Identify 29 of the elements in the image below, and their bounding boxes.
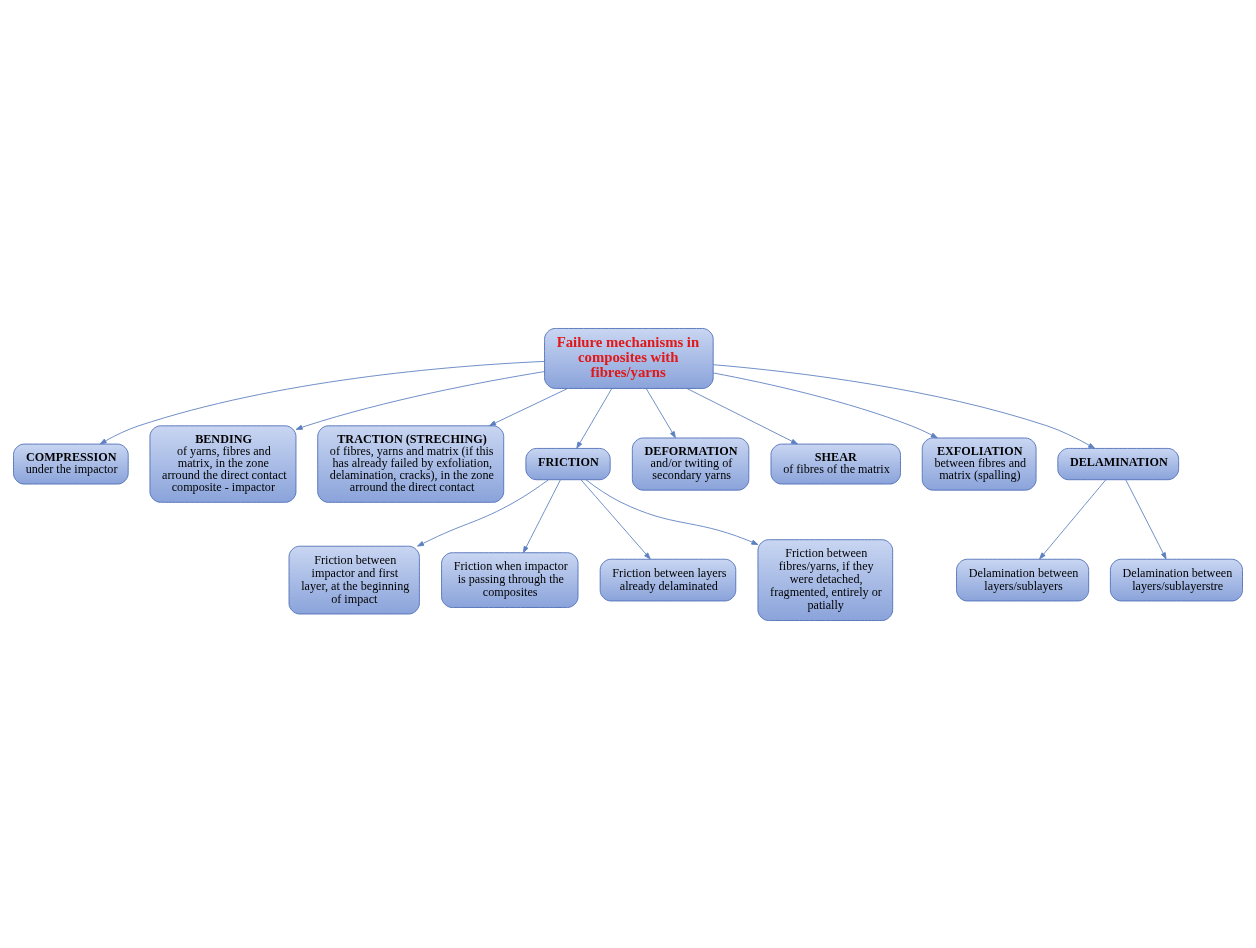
node-box: DEFORMATION and/or twiting of secondary yarns <box>631 437 750 491</box>
arrow <box>1039 478 1107 559</box>
node-box: SHEAR of fibres of the matrix <box>770 443 901 484</box>
node-box: DELAMINATION <box>1057 447 1180 480</box>
arrow <box>576 387 613 449</box>
arrow <box>295 370 545 430</box>
arrow <box>713 372 938 438</box>
node-box: Delamination between layers/sublayerstre <box>1109 558 1243 601</box>
node-box: COMPRESSION under the impactor <box>13 443 129 484</box>
node-box: Delamination between layers/sublayers <box>956 558 1090 601</box>
arrow <box>645 387 676 438</box>
arrow <box>580 478 651 559</box>
node-box: FRICTION <box>525 447 611 480</box>
arrow <box>686 387 798 444</box>
node-box: TRACTION (STRECHING) of fibres, yarns and matrix (if this has already failed by exfoliation, delamination, cracks), in the zone arround the direct contact <box>317 424 505 503</box>
node-box: Friction between impactor and first layer, at the beginning of impact <box>288 545 420 614</box>
arrow <box>712 363 1096 449</box>
node-box: EXFOLIATION between fibres and matrix (spalling) <box>921 437 1037 491</box>
arrow <box>585 478 759 545</box>
arrow <box>99 360 545 444</box>
arrow <box>1125 478 1167 559</box>
arrow <box>417 478 549 547</box>
node-box: Friction between fibres/yarns, if they were detached, fragmented, entirely or patially <box>757 538 894 621</box>
node-box: BENDING of yarns, fibres and matrix, in the zone arround the direct contact composite - impactor <box>149 424 297 503</box>
arrow <box>522 478 561 553</box>
node-box: Friction between layers already delaminated <box>599 558 737 601</box>
arrow <box>489 387 568 426</box>
node-box: Failure mechanisms in composites with fibres/yarns <box>544 327 714 389</box>
node-box: Friction when impactor is passing through the composites <box>441 551 579 608</box>
